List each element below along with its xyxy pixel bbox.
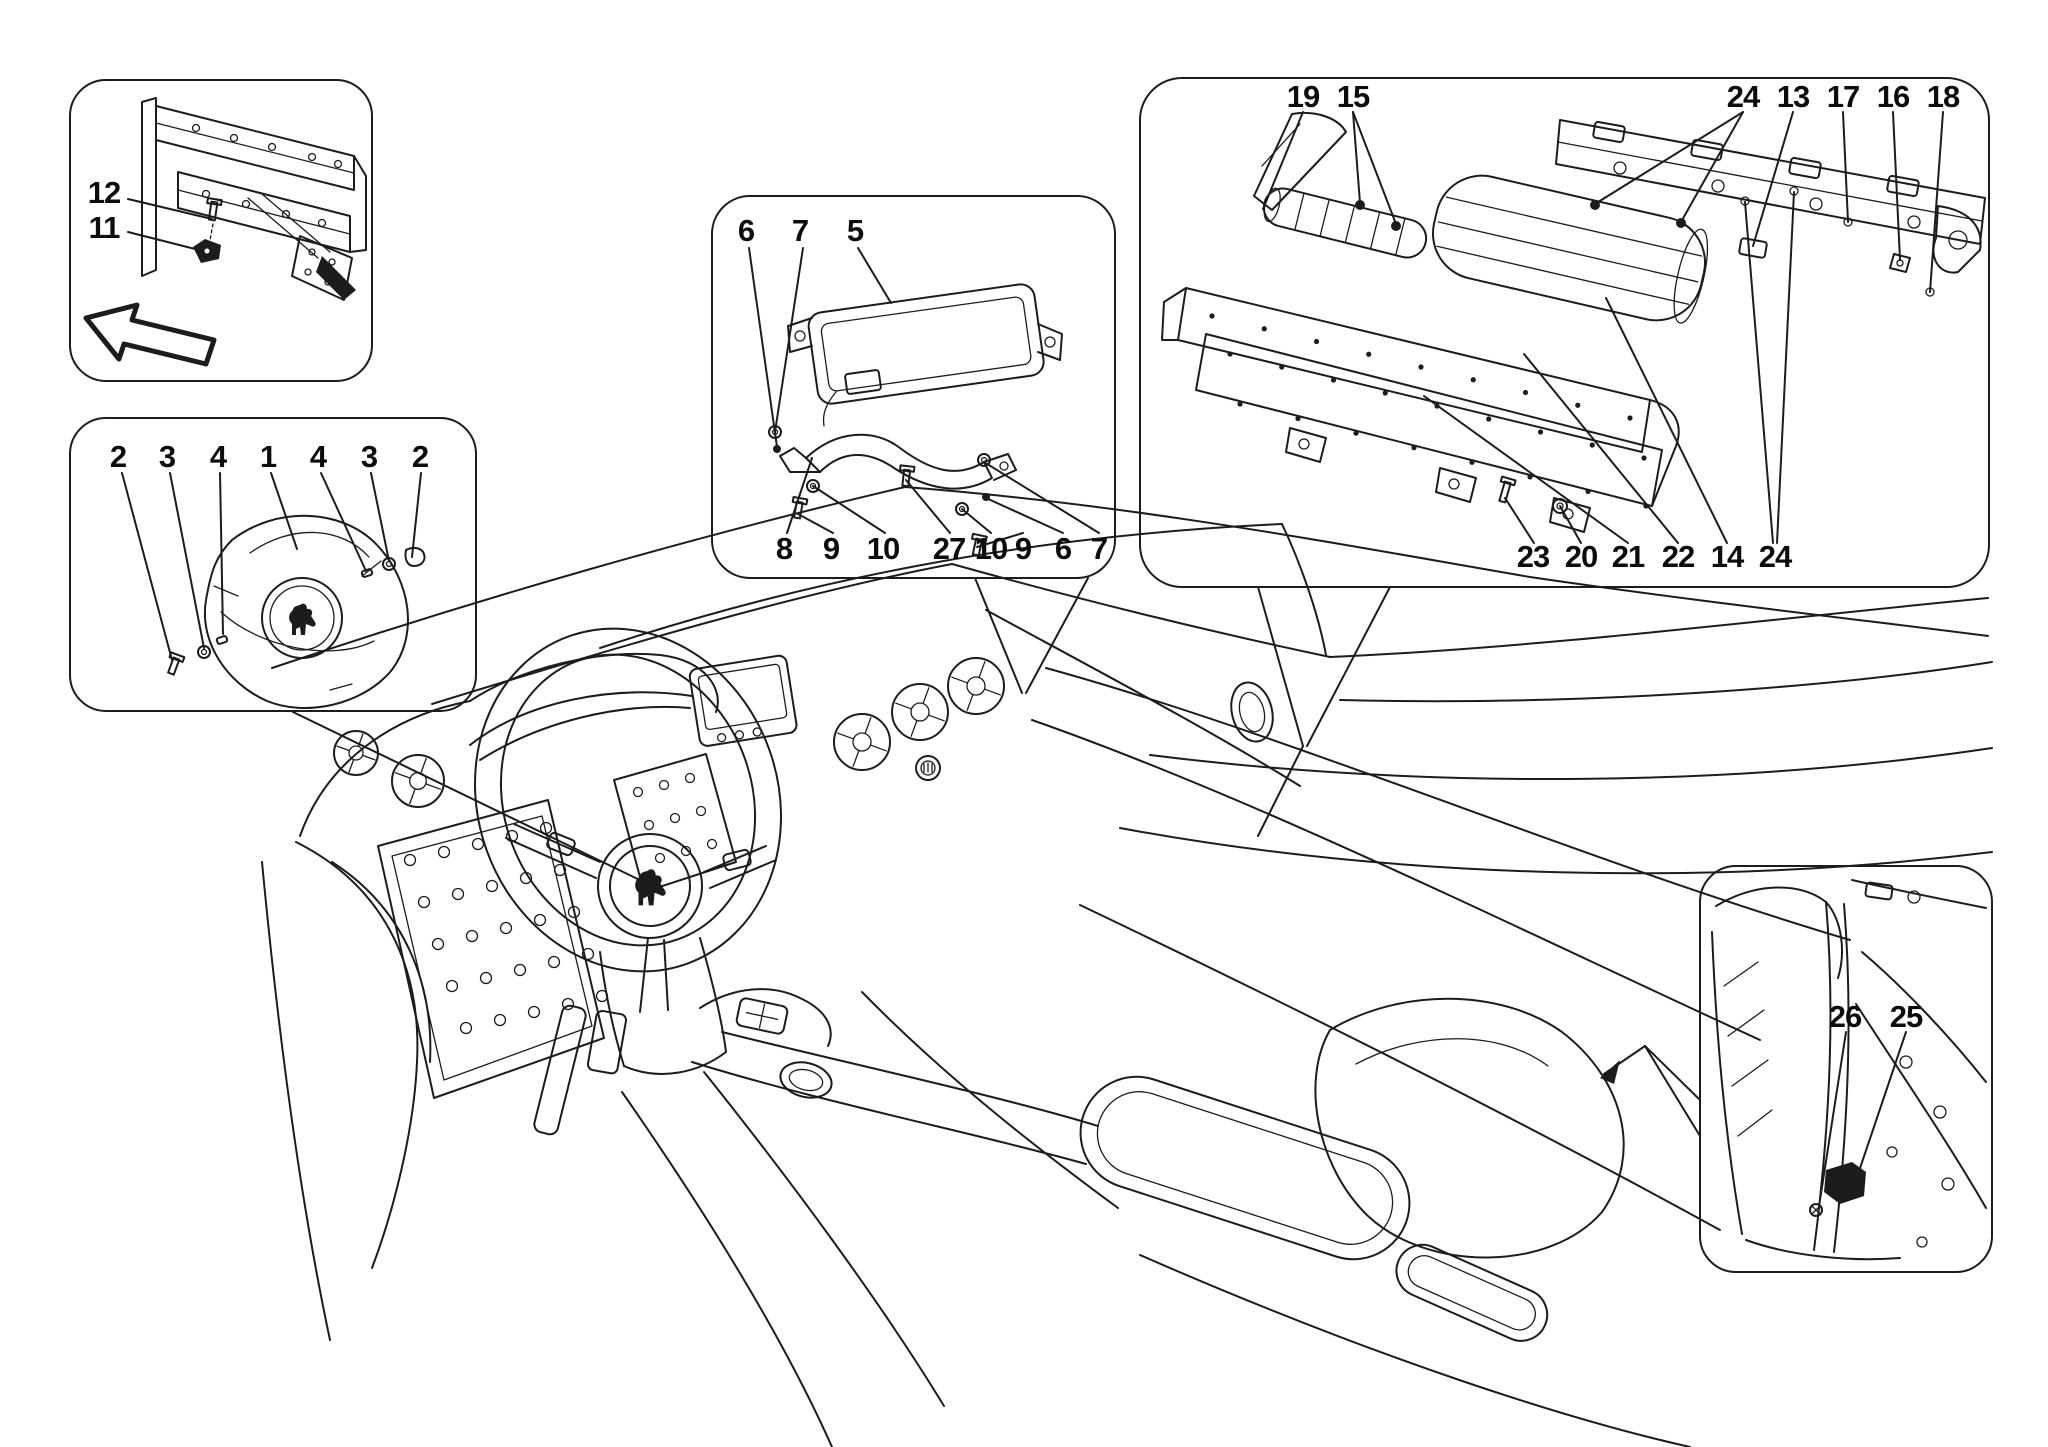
inset-driver-airbag-illustration bbox=[167, 514, 426, 709]
leader-line-frame bbox=[127, 231, 204, 252]
leader-line-crossbeam bbox=[1262, 111, 1304, 210]
leader-line-crossbeam bbox=[1892, 111, 1901, 261]
leader-line-crossbeam bbox=[1929, 111, 1944, 293]
leader-line-passenger bbox=[786, 457, 813, 534]
direction-arrow-icon bbox=[83, 302, 217, 367]
dash-top-line bbox=[431, 563, 1331, 705]
leader-line-driver bbox=[219, 472, 224, 635]
leader-line-crossbeam bbox=[1352, 111, 1397, 225]
leader-line-passenger bbox=[774, 247, 804, 433]
seat-cushion bbox=[1314, 997, 1625, 1259]
inset-passenger-airbag-illustration bbox=[768, 283, 1063, 557]
door-pull-handle bbox=[1395, 1243, 1549, 1342]
leader-line-door bbox=[1819, 1031, 1847, 1201]
inset-box-frame bbox=[69, 79, 373, 382]
steering-wheel bbox=[473, 627, 783, 1075]
leader-line-crossbeam bbox=[1752, 111, 1794, 247]
cupholder bbox=[779, 1061, 833, 1099]
leader-line-passenger bbox=[983, 461, 1100, 534]
folded-airbag-roll bbox=[1431, 174, 1709, 324]
leader-line-door-tail bbox=[1644, 1045, 1701, 1137]
leader-line-crossbeam bbox=[1559, 505, 1582, 544]
airbag-pad bbox=[203, 514, 409, 709]
leader-line-driver bbox=[121, 472, 173, 661]
leader-line-crossbeam bbox=[1680, 111, 1744, 223]
prancing-horse-logo bbox=[289, 603, 316, 635]
leader-line-driver bbox=[411, 472, 422, 558]
leader-line-door bbox=[1853, 1031, 1907, 1187]
leader-line-passenger bbox=[976, 532, 1024, 548]
leader-line-passenger bbox=[905, 479, 951, 534]
mounting-bracket bbox=[805, 433, 993, 490]
leader-line-crossbeam bbox=[1776, 191, 1795, 544]
leader-line-frame bbox=[127, 198, 213, 220]
floor-mat-large bbox=[377, 799, 605, 1099]
brake-pedal bbox=[586, 1009, 628, 1075]
inset-frame-illustration bbox=[83, 97, 367, 367]
leader-line-passenger bbox=[748, 247, 778, 448]
leader-line-crossbeam bbox=[1594, 111, 1744, 205]
airbag-module bbox=[807, 283, 1045, 405]
knee-bolster-back bbox=[1177, 287, 1651, 453]
leader-line-driver bbox=[370, 472, 390, 562]
leader-line-driver bbox=[320, 472, 367, 572]
inset-door-illustration bbox=[1600, 879, 1987, 1261]
leader-line-door-tail bbox=[1644, 1045, 1701, 1101]
leader-line-crossbeam bbox=[1423, 395, 1629, 544]
main-interior-illustration bbox=[261, 486, 1993, 1447]
knee-bolster-front bbox=[1195, 333, 1663, 507]
leader-line-crossbeam-tail bbox=[1306, 586, 1391, 747]
inset-box-passenger bbox=[711, 195, 1116, 579]
leader-line-crossbeam bbox=[1523, 353, 1679, 544]
leader-line-passenger-tail bbox=[974, 577, 1023, 694]
gear-gate bbox=[735, 997, 789, 1035]
side-oval-vent bbox=[1230, 681, 1274, 743]
hazard-switch bbox=[915, 755, 941, 781]
leader-line-passenger-tail bbox=[1025, 577, 1089, 694]
inset-box-crossbeam bbox=[1139, 77, 1990, 588]
leader-line-crossbeam-tail bbox=[1257, 586, 1304, 747]
leader-line-crossbeam bbox=[1842, 111, 1849, 223]
leader-line-driver bbox=[270, 472, 298, 550]
leader-line-passenger bbox=[985, 497, 1064, 534]
leader-line-passenger bbox=[812, 485, 886, 534]
leader-line-passenger bbox=[797, 513, 834, 534]
accelerator-pedal bbox=[533, 1004, 587, 1136]
leader-line-crossbeam bbox=[1744, 201, 1774, 544]
floor-mat-small bbox=[613, 753, 737, 893]
door-latch-sensor-part bbox=[1824, 1162, 1866, 1204]
leader-line-driver bbox=[169, 472, 205, 649]
inset-crossbeam-illustration bbox=[1161, 112, 1986, 533]
leader-line-crossbeam bbox=[1504, 497, 1535, 544]
leader-line-passenger bbox=[961, 508, 992, 534]
pad-screw-part bbox=[167, 651, 186, 676]
leader-line-passenger bbox=[857, 247, 892, 304]
inset-box-driver bbox=[69, 417, 477, 712]
leader-line-driver-callout bbox=[292, 711, 649, 885]
console-armrest bbox=[1079, 1075, 1411, 1261]
leader-line-crossbeam bbox=[1605, 297, 1728, 544]
pillar-inner-line bbox=[599, 523, 1283, 649]
inset-box-door bbox=[1699, 865, 1993, 1273]
leader-line-door-tail bbox=[1603, 1045, 1646, 1075]
leader-line-crossbeam bbox=[1352, 111, 1361, 204]
steering-hub bbox=[597, 833, 703, 939]
leader-line-crossbeam-tail bbox=[1257, 745, 1304, 837]
a-pillar-line bbox=[271, 486, 1989, 669]
